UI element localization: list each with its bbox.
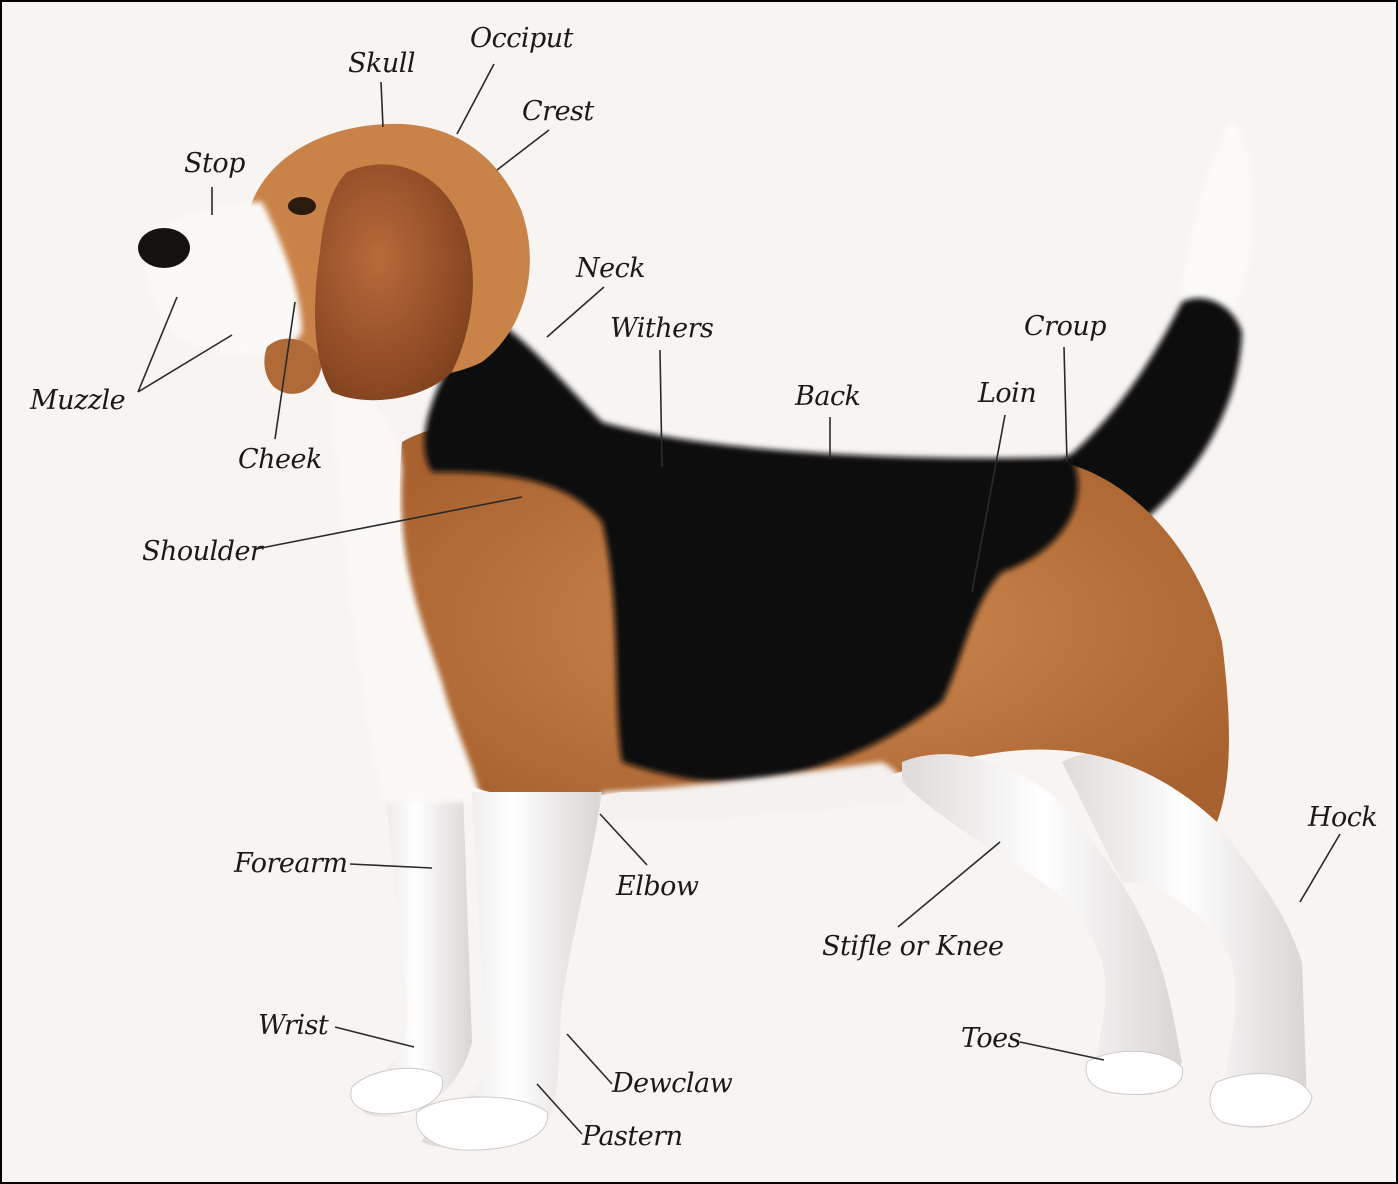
leader-neck xyxy=(547,287,604,337)
label-dewclaw: Dewclaw xyxy=(611,1068,733,1099)
label-crest: Crest xyxy=(522,96,594,127)
leader-croup xyxy=(1064,347,1067,462)
label-withers: Withers xyxy=(610,313,713,344)
label-muzzle: Muzzle xyxy=(29,385,125,416)
label-hock: Hock xyxy=(1307,802,1377,833)
ear xyxy=(315,164,473,400)
leader-muzzle-b xyxy=(138,335,232,392)
label-skull: Skull xyxy=(348,48,415,79)
label-toes: Toes xyxy=(961,1023,1021,1054)
hind-paw xyxy=(1086,1051,1183,1094)
label-stop: Stop xyxy=(184,148,245,179)
label-shoulder: Shoulder xyxy=(142,536,265,567)
label-back: Back xyxy=(794,381,860,412)
label-wrist: Wrist xyxy=(258,1010,329,1041)
fore-paw xyxy=(416,1097,547,1150)
far-fore-leg xyxy=(360,762,472,1117)
label-neck: Neck xyxy=(575,253,645,284)
leader-dewclaw xyxy=(567,1034,612,1084)
far-hind-paw xyxy=(1210,1074,1312,1127)
label-cheek: Cheek xyxy=(238,444,322,475)
beagle-illustration xyxy=(138,120,1312,1150)
leader-occiput xyxy=(457,64,494,134)
label-elbow: Elbow xyxy=(615,871,699,902)
eye xyxy=(288,197,316,215)
leader-stifle xyxy=(898,842,1000,927)
label-loin: Loin xyxy=(977,378,1036,409)
label-occiput: Occiput xyxy=(470,23,574,54)
leader-wrist xyxy=(335,1027,414,1047)
label-forearm: Forearm xyxy=(233,848,348,879)
label-pastern: Pastern xyxy=(581,1121,683,1152)
leader-hock xyxy=(1300,834,1340,902)
label-stifle: Stifle or Knee xyxy=(822,931,1003,962)
leader-toes xyxy=(1020,1042,1104,1060)
label-croup: Croup xyxy=(1024,311,1106,342)
leader-skull xyxy=(381,82,383,127)
nose xyxy=(138,228,190,268)
leader-crest xyxy=(497,130,549,170)
